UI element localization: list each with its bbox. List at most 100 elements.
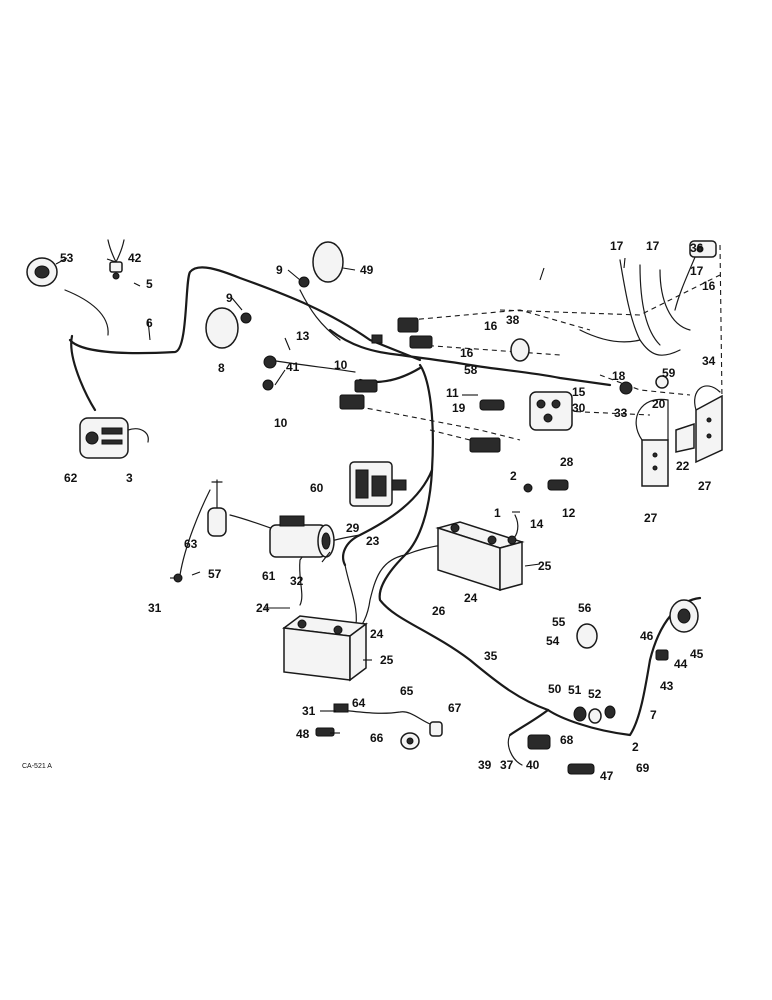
callout-59: 59 [662,366,676,380]
component-22-clip [675,422,695,453]
callout-49: 49 [360,263,374,277]
component-25-battery-left [282,615,368,682]
callout-50: 50 [548,682,562,696]
callout-51: 51 [568,683,582,697]
component-19-sender [479,399,505,411]
callout-14: 14 [530,517,544,531]
callout-31b: 31 [302,704,316,718]
callout-16a: 16 [484,319,498,333]
callout-5: 5 [146,277,153,291]
component-41-switch [262,355,277,391]
callout-60: 60 [310,481,324,495]
callout-57: 57 [208,567,222,581]
callout-25a: 25 [380,653,394,667]
component-36-switch [689,240,717,258]
callout-3: 3 [126,471,133,485]
callout-68: 68 [560,733,574,747]
callout-17c: 17 [690,264,704,278]
component-1-terminal [507,535,517,545]
callout-35: 35 [484,649,498,663]
callout-33: 33 [614,406,628,420]
callout-47: 47 [600,769,614,783]
main-harness-wires [64,244,702,766]
callout-20: 20 [652,397,666,411]
callout-45: 45 [690,647,704,661]
component-56-gauge [576,623,598,649]
callout-43: 43 [660,679,674,693]
callout-28: 28 [560,455,574,469]
callout-10a: 10 [334,358,348,372]
callout-27a: 27 [644,511,658,525]
component-49-lamp [298,241,344,288]
component-66-grommet [400,732,420,750]
component-ignition-switch [529,391,573,431]
component-50-switch-group [573,705,616,724]
component-62-alternator [79,417,149,459]
component-33-indicator [619,375,669,395]
component-57-terminal [173,573,183,583]
callout-65: 65 [400,684,414,698]
callout-58: 58 [464,363,478,377]
callout-62: 62 [64,471,78,485]
callout-32: 32 [290,574,304,588]
callout-53: 53 [60,251,74,265]
callout-2b: 2 [632,740,639,754]
callout-42: 42 [128,251,142,265]
callout-17b: 17 [646,239,660,253]
component-42-switch [107,239,125,280]
callout-18: 18 [612,369,626,383]
callout-52: 52 [588,687,602,701]
callout-25b: 25 [538,559,552,573]
component-center-connectors [339,317,501,453]
component-64-terminal [333,703,349,713]
callout-7: 7 [650,708,657,722]
callout-1: 1 [494,506,501,520]
callout-26: 26 [432,604,446,618]
callout-24b: 24 [370,627,384,641]
callout-38: 38 [506,313,520,327]
component-60-regulator [349,461,407,507]
callout-46: 46 [640,629,654,643]
component-38-gauge [510,338,530,362]
callout-27b: 27 [698,479,712,493]
callout-61: 61 [262,569,276,583]
callout-40: 40 [526,758,540,772]
callout-24c: 24 [464,591,478,605]
component-8-lamp [205,307,252,349]
component-47-clip [567,763,595,775]
component-48-sender [315,727,335,737]
callout-30: 30 [572,401,586,415]
callout-63: 63 [184,537,198,551]
component-46-clip [655,649,669,661]
callout-6: 6 [146,316,153,330]
callout-69: 69 [636,761,650,775]
component-25-battery-right [435,521,525,592]
callout-2a: 2 [510,469,517,483]
callout-11: 11 [446,386,459,400]
callout-64: 64 [352,696,366,710]
component-27-bracket-right [694,385,723,464]
callout-48: 48 [296,727,310,741]
callout-36: 36 [690,241,704,255]
callout-54: 54 [546,634,560,648]
component-67-sender [429,721,443,737]
component-63-condenser [207,479,227,537]
callout-44: 44 [674,657,688,671]
component-61-starter [269,515,335,558]
callout-15: 15 [572,385,586,399]
callout-41: 41 [286,360,300,374]
figure-code: CA-521 A [22,763,52,770]
leader-lines [55,257,626,734]
callout-16c: 16 [702,279,716,293]
callout-13: 13 [296,329,310,343]
callout-10b: 10 [274,416,288,430]
component-12-sender [523,479,569,493]
callout-66: 66 [370,731,384,745]
callout-31a: 31 [148,601,162,615]
callout-24a: 24 [256,601,270,615]
callout-labels: 53 42 5 6 62 3 9 49 9 8 13 41 10 10 60 6… [60,239,716,783]
callout-29: 29 [346,521,360,535]
component-27-bracket-left [635,398,669,487]
callout-22: 22 [676,459,690,473]
